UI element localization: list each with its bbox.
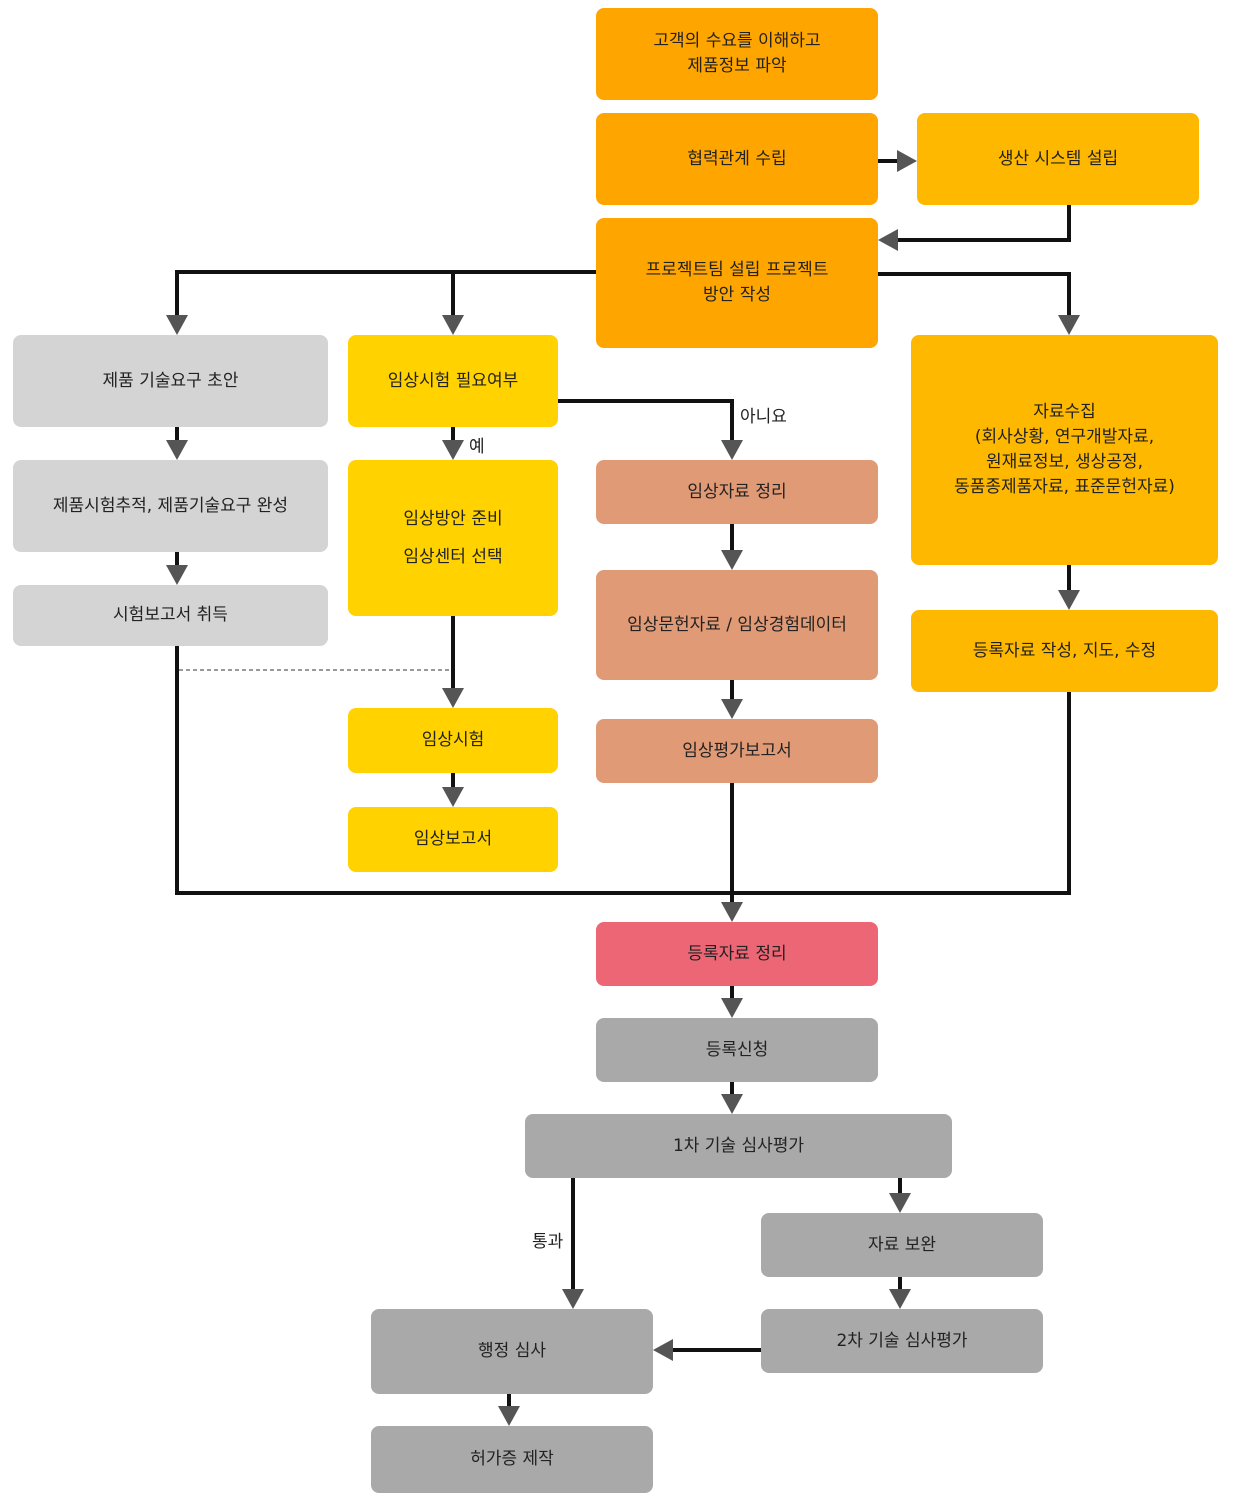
arrow-to-supplement [889,1193,911,1213]
arrow-to-production [897,150,917,172]
node-clinical-data-org: 임상자료 정리 [596,460,878,524]
arrow-to-clinical-data-org [721,440,743,460]
node-reg-doc-write: 등록자료 작성, 지도, 수정 [911,610,1218,692]
node-product-test: 제품시험추적, 제품기술요구 완성 [13,460,328,552]
arrow-to-test-report [166,565,188,585]
edge-label-pass: 통과 [532,1232,564,1252]
node-license: 허가증 제작 [371,1426,653,1493]
node-reg-apply: 등록신청 [596,1018,878,1082]
edge-label-yes: 예 [469,437,485,457]
arrow-to-reg-doc-write [1058,590,1080,610]
arrow-to-clinical-needed [442,315,464,335]
node-supplement: 자료 보완 [761,1213,1043,1277]
node-reg-data-org: 등록자료 정리 [596,922,878,986]
arrow-to-tech-req [166,315,188,335]
arrow-to-clinical-report [442,787,464,807]
node-partnership: 협력관계 수립 [596,113,878,205]
node-second-review: 2차 기술 심사평가 [761,1309,1043,1373]
node-first-review: 1차 기술 심사평가 [525,1114,952,1178]
arrow-to-project-team [878,229,898,251]
node-tech-req-draft: 제품 기술요구 초안 [13,335,328,427]
arrow-to-clinical-trial [442,688,464,708]
node-understand-needs: 고객의 수요를 이해하고 제품정보 파악 [596,8,878,100]
arrow-to-product-test [166,440,188,460]
connector-project-right [878,272,1071,316]
node-clinical-needed: 임상시험 필요여부 [348,335,558,427]
connector-left-merge [175,646,1071,895]
arrow-second-to-admin [653,1339,673,1361]
arrow-to-reg-apply [721,998,743,1018]
node-production-system: 생산 시스템 설립 [917,113,1199,205]
arrow-to-first-review [721,1094,743,1114]
connector-project-left [175,270,596,316]
arrow-to-reg-data-org [721,902,743,922]
node-clinical-trial: 임상시험 [348,708,558,773]
edge-label-no: 아니요 [740,407,787,427]
node-project-team: 프로젝트팀 설립 프로젝트 방안 작성 [596,218,878,348]
arrow-to-clinical-plan [442,440,464,460]
connector-clinical-no [558,399,734,441]
node-admin-review: 행정 심사 [371,1309,653,1394]
arrow-to-license [498,1406,520,1426]
node-clinical-literature: 임상문헌자료 / 임상경험데이터 [596,570,878,680]
arrow-to-second-review [889,1289,911,1309]
node-clinical-plan: 임상방안 준비 임상센터 선택 [348,460,558,616]
node-clinical-report: 임상보고서 [348,807,558,872]
arrow-to-clinical-literature [721,550,743,570]
arrow-to-admin-review [562,1289,584,1309]
node-data-collection: 자료수집 (회사상황, 연구개발자료, 원재료정보, 생상공정, 동품종제품자료… [911,335,1218,565]
node-clinical-eval-report: 임상평가보고서 [596,719,878,783]
connector-production-project [898,205,1071,242]
arrow-to-clinical-eval-report [721,699,743,719]
arrow-to-data-collection [1058,315,1080,335]
node-test-report: 시험보고서 취득 [13,585,328,646]
